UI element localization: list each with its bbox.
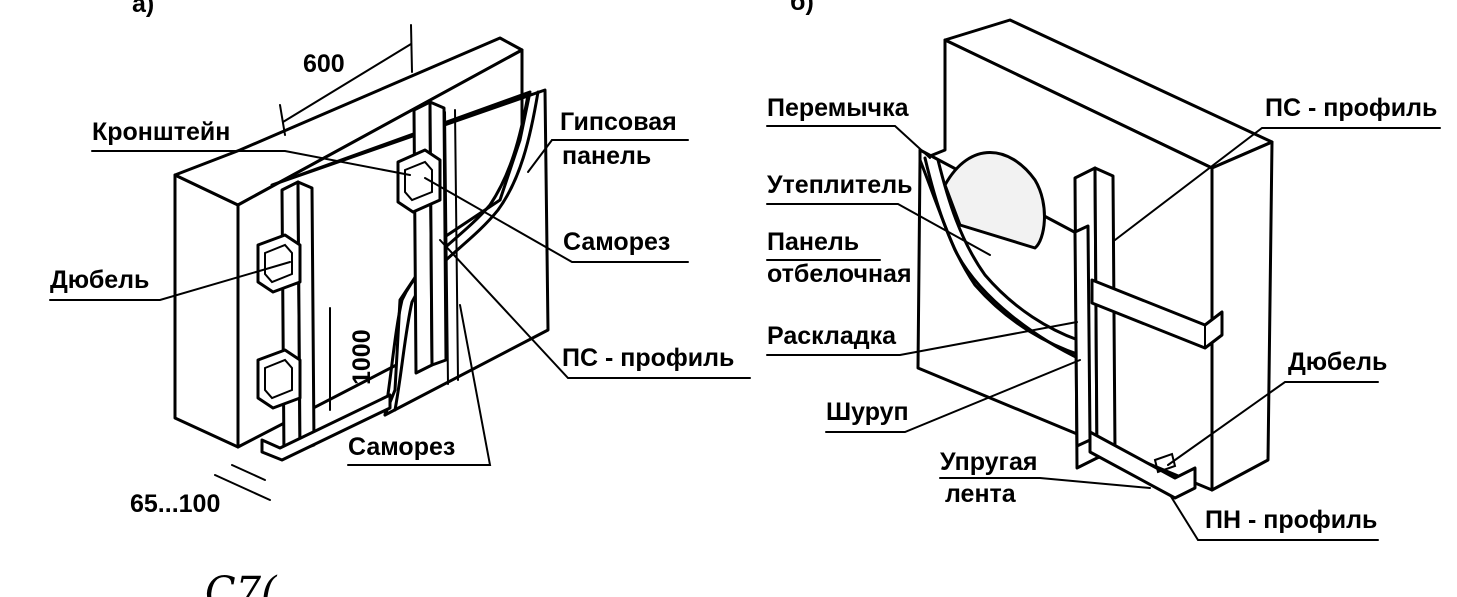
label-pn-profile: ПН - профиль bbox=[1169, 494, 1379, 541]
label-gypsum-l1: Гипсовая bbox=[560, 108, 677, 136]
bracket-dowel-lower bbox=[256, 348, 302, 410]
label-screw-bottom: Саморез bbox=[347, 304, 492, 466]
label-screw-bottom-text: Саморез bbox=[348, 433, 455, 461]
label-dowel-a: Дюбель bbox=[49, 261, 291, 301]
pn-profile-b bbox=[1088, 430, 1197, 500]
dimension-offset: 65...100 bbox=[130, 464, 271, 518]
label-insulation: Утеплитель bbox=[766, 171, 991, 256]
label-panel: Панель отбелочная bbox=[766, 228, 912, 288]
dimension-offset-text: 65...100 bbox=[130, 490, 220, 518]
batten-strip bbox=[1073, 224, 1092, 448]
label-ps-profile-b-text: ПС - профиль bbox=[1265, 94, 1437, 122]
label-gypsum: Гипсовая панель bbox=[527, 108, 689, 173]
dimension-1000-text: 1000 bbox=[348, 329, 376, 385]
label-pn-profile-text: ПН - профиль bbox=[1205, 506, 1377, 534]
label-bracket-text: Кронштейн bbox=[92, 118, 230, 146]
label-batten-text: Раскладка bbox=[767, 322, 897, 350]
bottom-rail-a bbox=[260, 393, 392, 462]
dimension-1000: 1000 bbox=[329, 307, 376, 411]
bracket-top bbox=[396, 148, 442, 214]
ps-profile-left bbox=[280, 180, 316, 460]
label-dowel-b-text: Дюбель bbox=[1288, 348, 1387, 376]
label-dowel-b: Дюбель bbox=[1167, 348, 1387, 466]
label-panel-l1: Панель bbox=[767, 228, 859, 256]
label-insulation-text: Утеплитель bbox=[767, 171, 912, 199]
footer-mark: C7( bbox=[205, 569, 278, 597]
label-ps-profile-a-text: ПС - профиль bbox=[562, 344, 734, 372]
figure-b-tag: б) bbox=[790, 0, 814, 16]
label-ps-profile-a: ПС - профиль bbox=[439, 239, 751, 379]
label-wood-screw-text: Шуруп bbox=[826, 398, 909, 426]
label-panel-l2: отбелочная bbox=[767, 260, 912, 288]
label-jumper-text: Перемычка bbox=[767, 94, 910, 122]
label-dowel-a-text: Дюбель bbox=[50, 266, 149, 294]
dimension-600-text: 600 bbox=[303, 50, 345, 78]
ps-profile-right bbox=[412, 100, 448, 375]
horizontal-profile bbox=[1090, 278, 1224, 350]
figure-a: а) bbox=[49, 0, 751, 518]
label-elastic-l1: Упругая bbox=[940, 448, 1037, 476]
bracket-dowel-upper bbox=[256, 233, 302, 294]
label-jumper: Перемычка bbox=[766, 94, 931, 159]
label-screw-top-text: Саморез bbox=[563, 228, 670, 256]
label-batten: Раскладка bbox=[766, 321, 1078, 356]
label-gypsum-l2: панель bbox=[562, 142, 651, 170]
label-screw-top: Саморез bbox=[424, 177, 689, 263]
label-elastic-tape: Упругая лента bbox=[939, 448, 1151, 508]
finishing-panel-cutaway bbox=[918, 148, 1084, 362]
label-ps-profile-b: ПС - профиль bbox=[1114, 94, 1441, 241]
label-wood-screw: Шуруп bbox=[825, 359, 1081, 433]
dimension-600: 600 bbox=[279, 24, 413, 136]
figure-a-tag: а) bbox=[132, 0, 154, 18]
label-bracket: Кронштейн bbox=[91, 118, 411, 176]
figure-b: б) bbox=[766, 0, 1441, 541]
label-elastic-l2: лента bbox=[945, 480, 1017, 508]
